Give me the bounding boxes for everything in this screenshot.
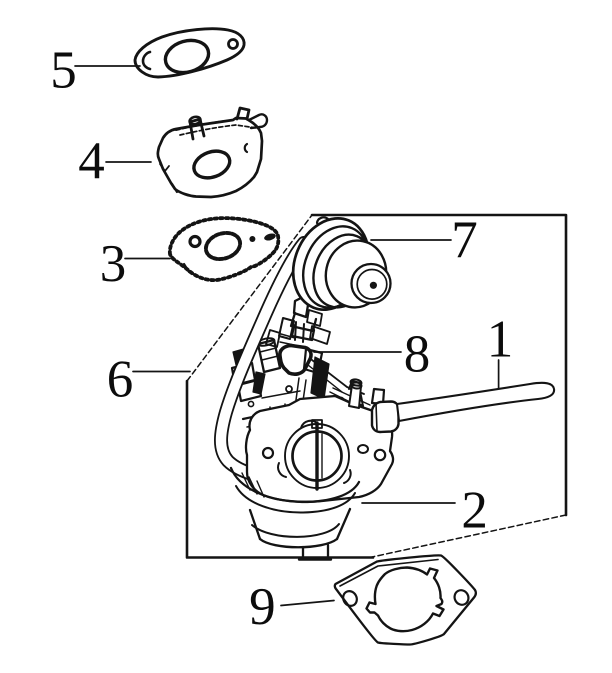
svg-text:8: 8 [404, 326, 431, 384]
svg-text:3: 3 [100, 235, 127, 293]
svg-text:2: 2 [461, 482, 488, 540]
svg-text:7: 7 [451, 212, 478, 270]
svg-text:5: 5 [50, 42, 77, 100]
svg-text:4: 4 [78, 132, 105, 190]
svg-text:9: 9 [249, 578, 276, 636]
svg-text:6: 6 [107, 351, 134, 409]
svg-text:1: 1 [487, 311, 514, 369]
